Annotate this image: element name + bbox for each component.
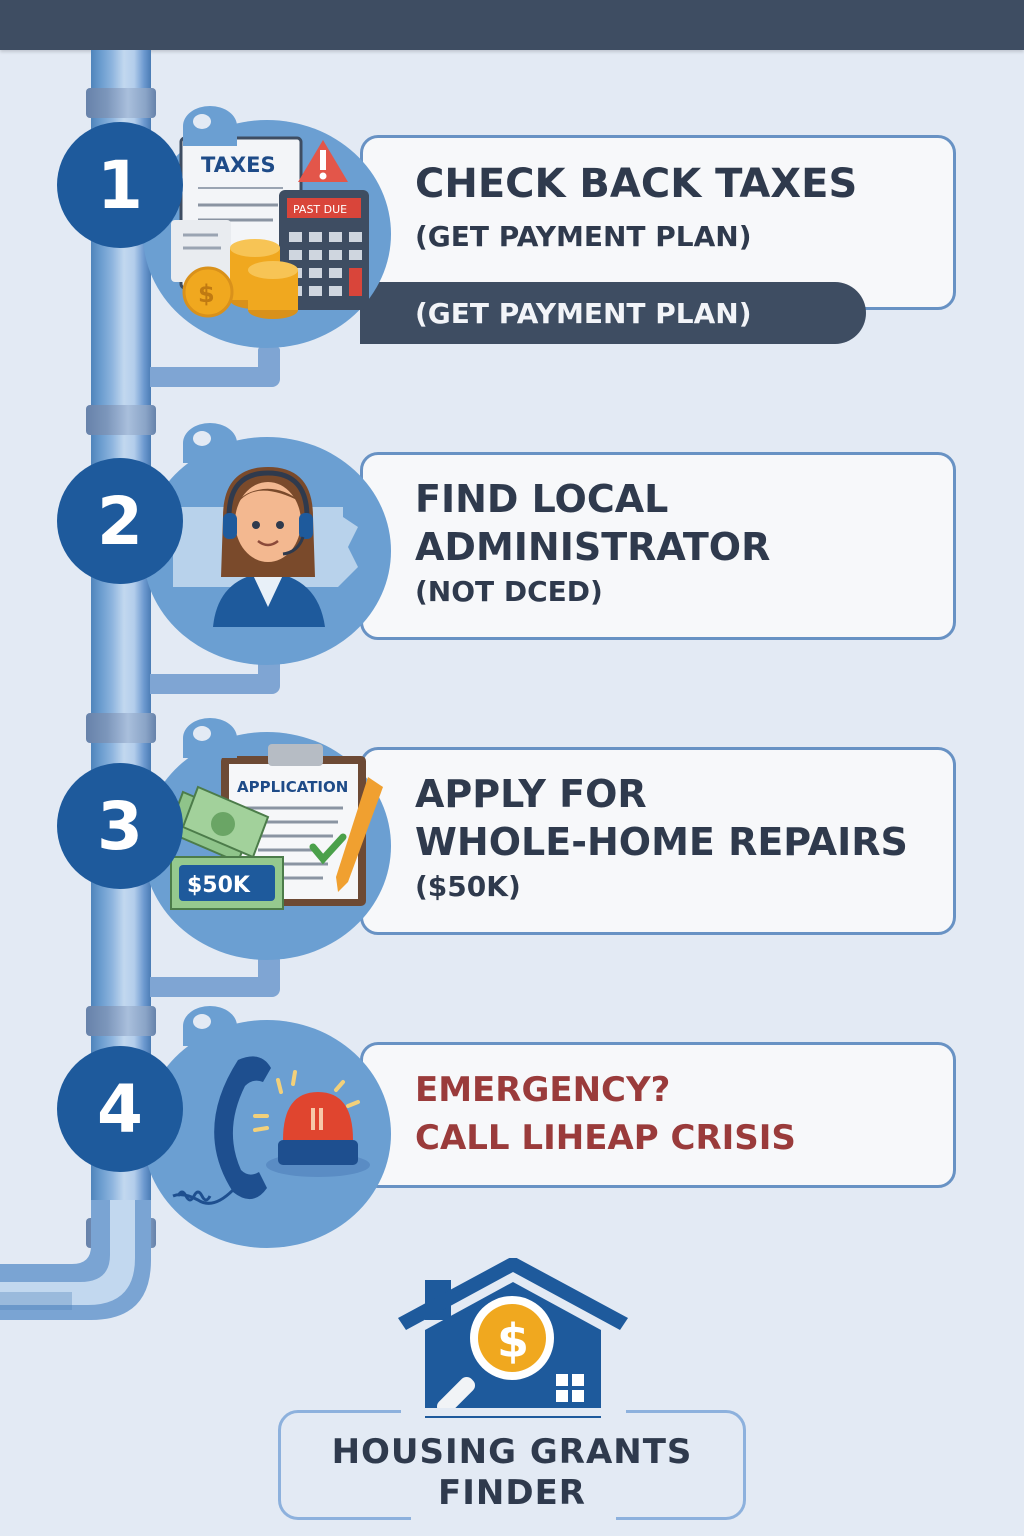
- top-banner: [0, 0, 1024, 50]
- step-1-subtitle: (GET PAYMENT PLAN): [415, 220, 752, 253]
- pipe-fitting: [86, 713, 156, 743]
- step-2-title-line2: ADMINISTRATOR: [415, 525, 771, 569]
- step-3-card: APPLY FOR WHOLE-HOME REPAIRS ($50K): [360, 747, 956, 935]
- step-2-title-line1: FIND LOCAL: [415, 477, 669, 521]
- app-title-line2: FINDER: [438, 1473, 586, 1514]
- step-2-subtitle: (NOT DCED): [415, 575, 603, 608]
- application-money-icon: APPLICATION $50K: [166, 744, 383, 910]
- step-3-number-badge: 3: [57, 763, 183, 889]
- pipe-branch: [150, 347, 280, 387]
- step-1-ribbon: (GET PAYMENT PLAN): [360, 282, 866, 344]
- step-4-medal: [143, 1006, 391, 1248]
- taxes-calculator-icon: TAXES PAST DUE: [171, 136, 369, 319]
- step-3-medal: APPLICATION $50K: [143, 718, 391, 960]
- step-2-card: FIND LOCAL ADMINISTRATOR (NOT DCED): [360, 452, 956, 640]
- svg-text:PAST DUE: PAST DUE: [293, 203, 347, 216]
- app-title: HOUSING GRANTS FINDER: [278, 1432, 746, 1515]
- pipe-fitting: [86, 405, 156, 435]
- step-4-card: EMERGENCY? CALL LIHEAP CRISIS: [360, 1042, 956, 1188]
- support-agent-map-icon: [173, 467, 358, 627]
- svg-text:APPLICATION: APPLICATION: [237, 778, 348, 796]
- app-title-line1: HOUSING GRANTS: [331, 1432, 693, 1472]
- house-dollar-search-icon: $: [398, 1258, 628, 1418]
- step-1-number-badge: 1: [57, 122, 183, 248]
- step-3-subtitle: ($50K): [415, 870, 521, 903]
- pipe-branch: [150, 654, 280, 694]
- pipe-elbow: [0, 1200, 151, 1320]
- svg-text:$: $: [497, 1314, 529, 1368]
- step-2-number-badge: 2: [57, 458, 183, 584]
- step-4-title-line1: EMERGENCY?: [415, 1070, 671, 1110]
- step-2-medal: [143, 423, 391, 665]
- step-4-title-line2: CALL LIHEAP CRISIS: [415, 1118, 796, 1158]
- pipe-branch: [150, 957, 280, 997]
- logo-frame: [278, 1408, 746, 1522]
- svg-text:$50K: $50K: [187, 873, 251, 898]
- pipe-fitting: [86, 1006, 156, 1036]
- step-3-title-line2: WHOLE-HOME REPAIRS: [415, 820, 908, 864]
- step-1-medal: TAXES PAST DUE: [143, 106, 391, 348]
- svg-text:TAXES: TAXES: [201, 153, 276, 177]
- step-1-title: CHECK BACK TAXES: [415, 161, 858, 207]
- step-4-number-badge: 4: [57, 1046, 183, 1172]
- phone-siren-icon: [172, 1056, 370, 1205]
- step-3-title-line1: APPLY FOR: [415, 772, 647, 816]
- pipe-fitting: [86, 88, 156, 118]
- svg-text:$: $: [198, 280, 215, 308]
- step-1-card: CHECK BACK TAXES (GET PAYMENT PLAN): [360, 135, 956, 310]
